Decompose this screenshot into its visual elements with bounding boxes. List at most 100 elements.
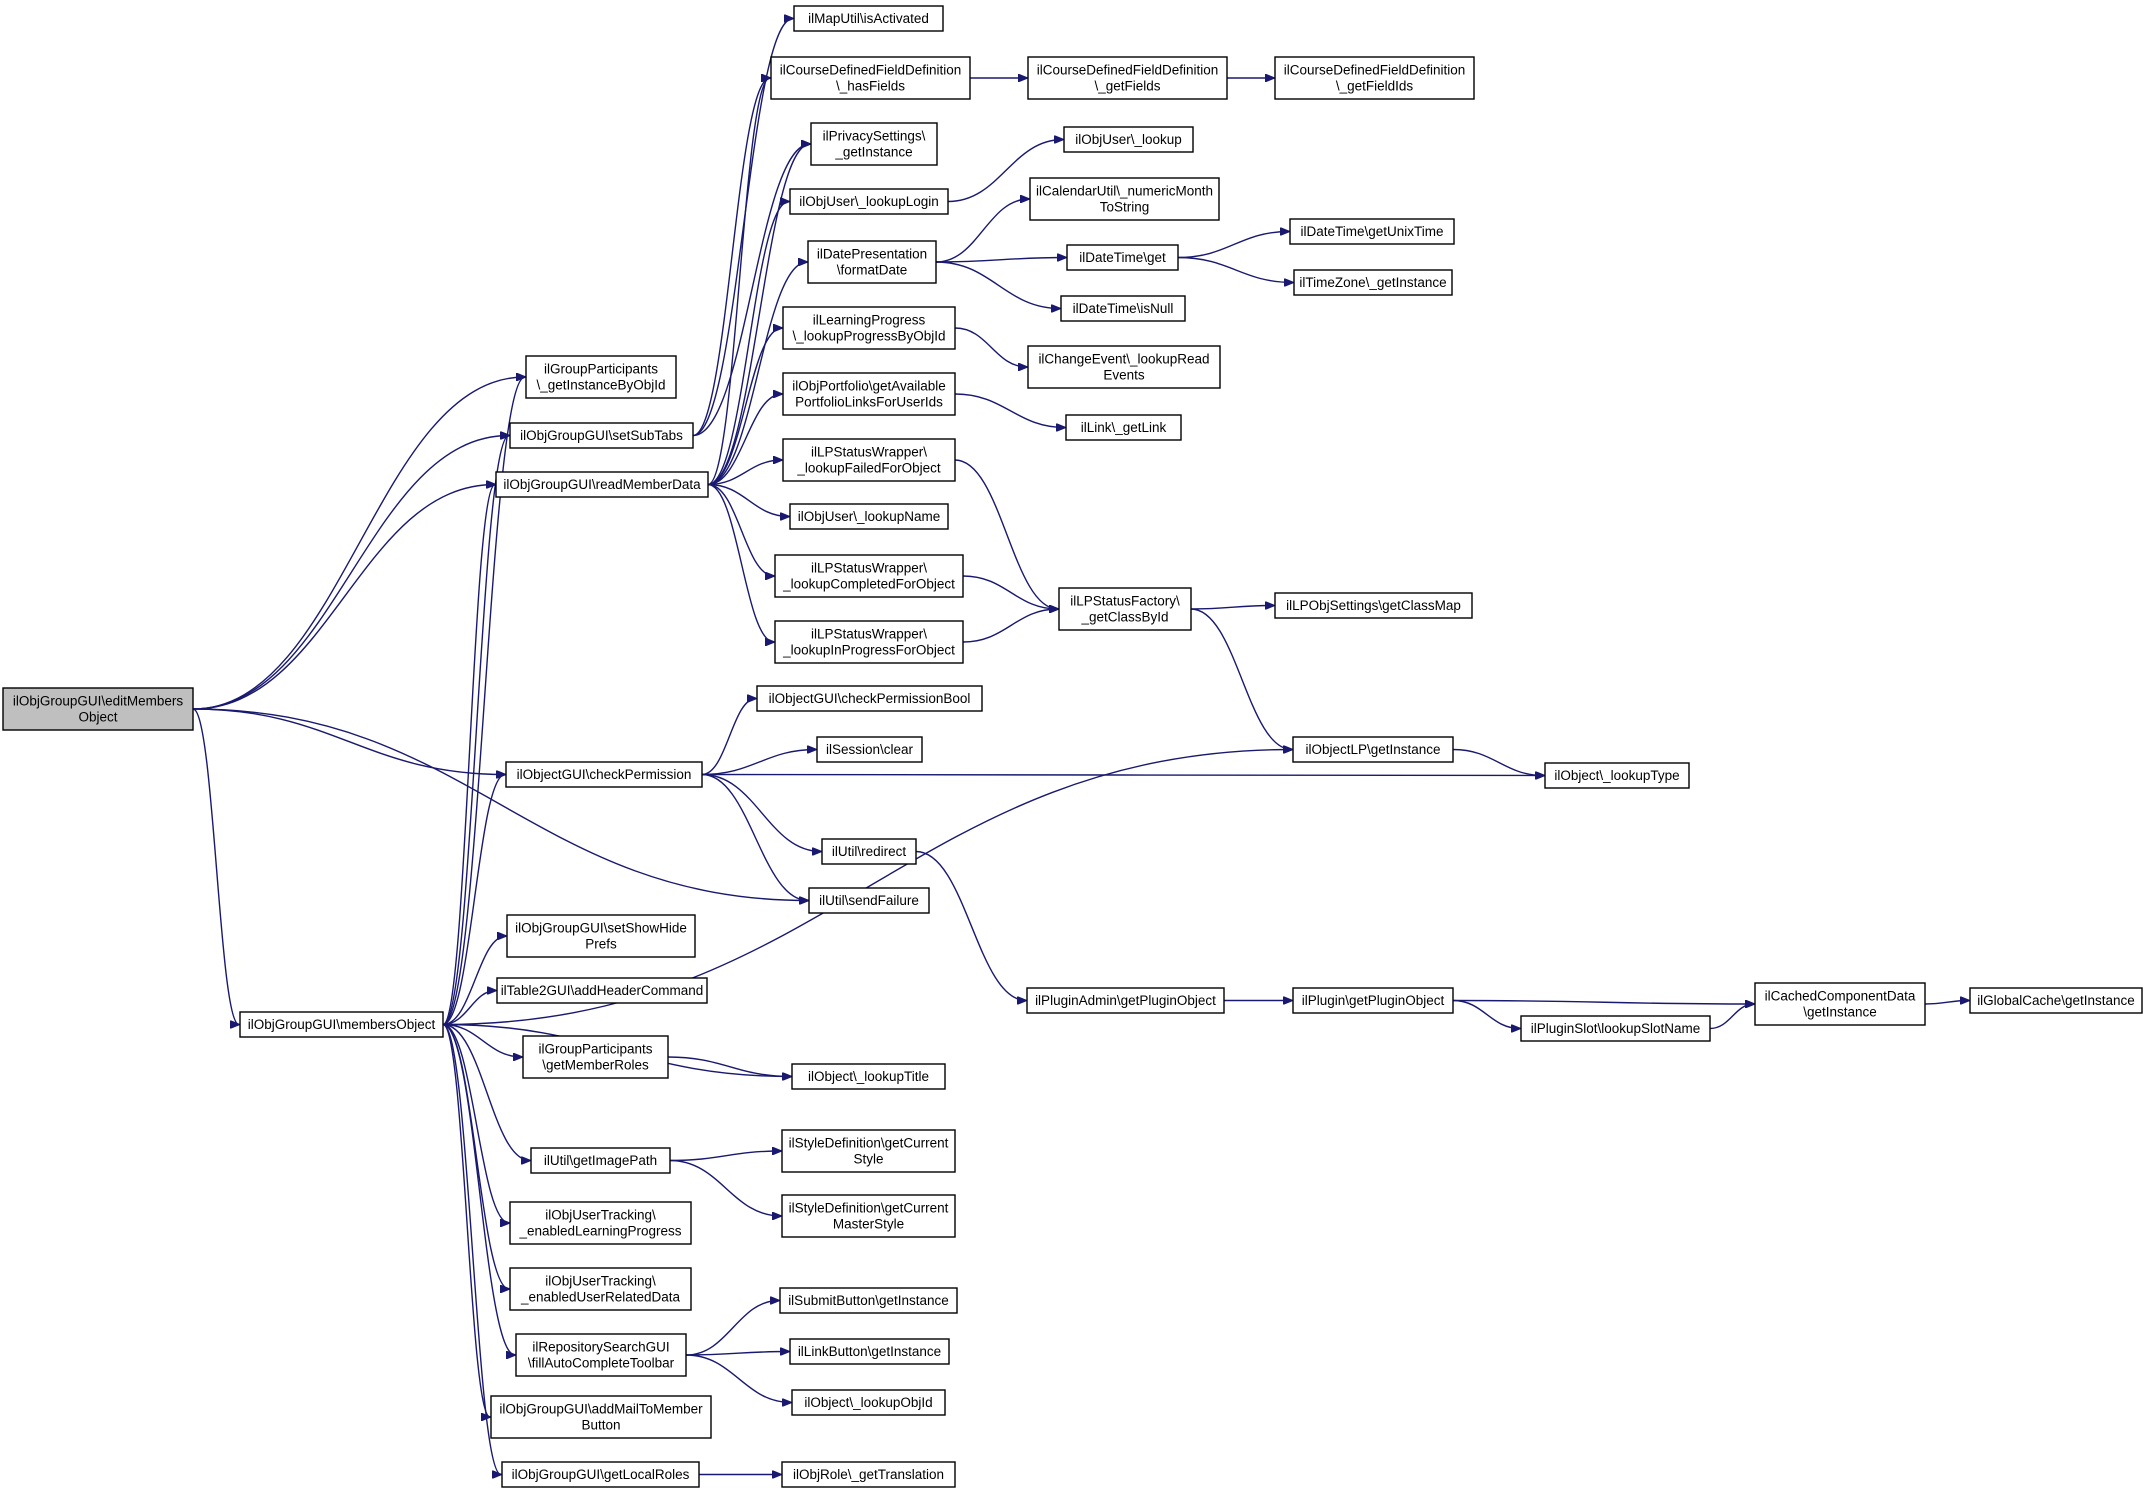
node-getClassById[interactable]: ilLPStatusFactory\_getClassById xyxy=(1058,587,1192,631)
node-label: ilCourseDefinedFieldDefinition xyxy=(780,63,962,78)
node-getUnixTime[interactable]: ilDateTime\getUnixTime xyxy=(1289,218,1455,245)
node-lookupTitle[interactable]: ilObject\_lookupTitle xyxy=(791,1063,946,1090)
node-redirect[interactable]: ilUtil\redirect xyxy=(821,838,917,865)
node-label: ilSession\clear xyxy=(826,742,914,757)
node-label: ilObject\_lookupType xyxy=(1554,768,1679,783)
node-dateTimeGet[interactable]: ilDateTime\get xyxy=(1066,244,1179,271)
node-getFieldIds[interactable]: ilCourseDefinedFieldDefinition\_getField… xyxy=(1274,56,1475,100)
edge-fillAutoComplete-to-submitButton xyxy=(685,1301,779,1356)
node-box xyxy=(495,471,709,498)
node-readMemberData[interactable]: ilObjGroupGUI\readMemberData xyxy=(495,471,709,498)
node-userLookup[interactable]: ilObjUser\_lookup xyxy=(1063,126,1194,153)
node-label: \_getFields xyxy=(1094,79,1160,94)
node-lookupCompleted[interactable]: ilLPStatusWrapper\_lookupCompletedForObj… xyxy=(774,554,964,598)
node-label: _lookupInProgressForObject xyxy=(782,643,955,658)
node-lookupType[interactable]: ilObject\_lookupType xyxy=(1544,762,1690,789)
node-fillAutoComplete[interactable]: ilRepositorySearchGUI\fillAutoCompleteTo… xyxy=(515,1333,687,1377)
node-box xyxy=(509,1267,692,1311)
node-box xyxy=(1754,982,1926,1026)
node-getMemberRoles[interactable]: ilGroupParticipants\getMemberRoles xyxy=(522,1035,669,1079)
edge-redirect-to-pluginAdmin xyxy=(915,850,1026,1001)
node-box xyxy=(501,1461,700,1488)
node-formatDate[interactable]: ilDatePresentation\formatDate xyxy=(807,240,937,284)
node-cachedComponent[interactable]: ilCachedComponentData\getInstance xyxy=(1754,982,1926,1026)
node-timeZoneGetInstance[interactable]: ilTimeZone\_getInstance xyxy=(1293,269,1453,296)
node-label: ilCachedComponentData xyxy=(1765,989,1916,1004)
node-privacyGetInstance[interactable]: ilPrivacySettings\_getInstance xyxy=(810,122,938,166)
node-getLink[interactable]: ilLink\_getLink xyxy=(1065,414,1182,441)
node-lookupFailed[interactable]: ilLPStatusWrapper\_lookupFailedForObject xyxy=(782,438,956,482)
node-lookupObjId[interactable]: ilObject\_lookupObjId xyxy=(791,1389,946,1416)
node-sendFailure[interactable]: ilUtil\sendFailure xyxy=(808,887,930,914)
node-box xyxy=(1063,126,1194,153)
node-getFields[interactable]: ilCourseDefinedFieldDefinition\_getField… xyxy=(1027,56,1228,100)
node-isNull[interactable]: ilDateTime\isNull xyxy=(1060,295,1186,322)
node-lookupInProgress[interactable]: ilLPStatusWrapper\_lookupInProgressForOb… xyxy=(774,620,964,664)
node-box xyxy=(789,503,949,530)
node-label: ilLearningProgress xyxy=(813,313,926,328)
node-label: ilCourseDefinedFieldDefinition xyxy=(1037,63,1219,78)
node-label: ilSubmitButton\getInstance xyxy=(788,1293,949,1308)
node-checkPermissionBool[interactable]: ilObjectGUI\checkPermissionBool xyxy=(756,685,983,712)
node-pluginAdmin[interactable]: ilPluginAdmin\getPluginObject xyxy=(1026,987,1225,1014)
node-label: Object xyxy=(78,710,117,725)
node-objectLPGetInstance[interactable]: ilObjectLP\getInstance xyxy=(1292,736,1454,763)
node-label: Button xyxy=(581,1418,620,1433)
node-label: ilObjGroupGUI\addMailToMember xyxy=(499,1402,703,1417)
node-getTranslation[interactable]: ilObjRole\_getTranslation xyxy=(781,1461,956,1488)
node-checkPermission[interactable]: ilObjectGUI\checkPermission xyxy=(505,761,703,788)
node-addHeaderCommand[interactable]: ilTable2GUI\addHeaderCommand xyxy=(496,977,708,1004)
node-box xyxy=(1969,987,2143,1014)
node-label: ilObjGroupGUI\getLocalRoles xyxy=(512,1467,690,1482)
node-hasFields[interactable]: ilCourseDefinedFieldDefinition\_hasField… xyxy=(770,56,971,100)
edge-dateTimeGet-to-getUnixTime xyxy=(1177,232,1289,259)
node-globalCache[interactable]: ilGlobalCache\getInstance xyxy=(1969,987,2143,1014)
edge-membersObject-to-enabledLP xyxy=(442,1023,509,1224)
node-label: \fillAutoCompleteToolbar xyxy=(528,1356,675,1371)
edge-readMemberData-to-portfolioLinks xyxy=(707,394,782,486)
node-enabledUserData[interactable]: ilObjUserTracking\_enabledUserRelatedDat… xyxy=(509,1267,692,1311)
node-label: _getInstance xyxy=(834,145,912,160)
node-sessionClear[interactable]: ilSession\clear xyxy=(816,736,923,763)
node-membersObject[interactable]: ilObjGroupGUI\membersObject xyxy=(239,1011,444,1038)
node-isActivated[interactable]: ilMapUtil\isActivated xyxy=(793,5,944,32)
node-getImagePath[interactable]: ilUtil\getImagePath xyxy=(530,1147,671,1174)
node-box xyxy=(810,122,938,166)
edge-dateTimeGet-to-timeZoneGetInstance xyxy=(1177,256,1293,283)
node-enabledLP[interactable]: ilObjUserTracking\_enabledLearningProgre… xyxy=(509,1201,692,1245)
edge-formatDate-to-numericMonth xyxy=(935,199,1029,263)
node-box xyxy=(789,188,949,215)
node-lookupProgress[interactable]: ilLearningProgress\_lookupProgressByObjI… xyxy=(782,306,956,350)
node-label: ilLink\_getLink xyxy=(1081,420,1167,435)
node-box xyxy=(781,1461,956,1488)
node-lookupLogin[interactable]: ilObjUser\_lookupLogin xyxy=(789,188,949,215)
node-box xyxy=(807,240,937,284)
node-box xyxy=(505,761,703,788)
node-getClassMap[interactable]: ilLPObjSettings\getClassMap xyxy=(1274,592,1473,619)
node-box xyxy=(506,914,696,958)
node-box xyxy=(774,554,964,598)
node-lookupName[interactable]: ilObjUser\_lookupName xyxy=(789,503,949,530)
node-pluginGetObject[interactable]: ilPlugin\getPluginObject xyxy=(1292,987,1454,1014)
node-label: PortfolioLinksForUserIds xyxy=(795,395,943,410)
node-submitButton[interactable]: ilSubmitButton\getInstance xyxy=(779,1287,958,1314)
node-getLocalRoles[interactable]: ilObjGroupGUI\getLocalRoles xyxy=(501,1461,700,1488)
node-label: ilPluginSlot\lookupSlotName xyxy=(1531,1021,1701,1036)
node-linkButton[interactable]: ilLinkButton\getInstance xyxy=(789,1338,950,1365)
node-label: ilObject\_lookupObjId xyxy=(804,1395,932,1410)
node-box xyxy=(1026,987,1225,1014)
node-label: Prefs xyxy=(585,937,617,952)
node-getInstanceByObjId[interactable]: ilGroupParticipants\_getInstanceByObjId xyxy=(525,355,677,399)
node-lookupSlotName[interactable]: ilPluginSlot\lookupSlotName xyxy=(1520,1015,1711,1042)
node-box xyxy=(1289,218,1455,245)
node-setSubTabs[interactable]: ilObjGroupGUI\setSubTabs xyxy=(509,422,694,449)
node-portfolioLinks[interactable]: ilObjPortfolio\getAvailablePortfolioLink… xyxy=(782,372,956,416)
node-box xyxy=(793,5,944,32)
